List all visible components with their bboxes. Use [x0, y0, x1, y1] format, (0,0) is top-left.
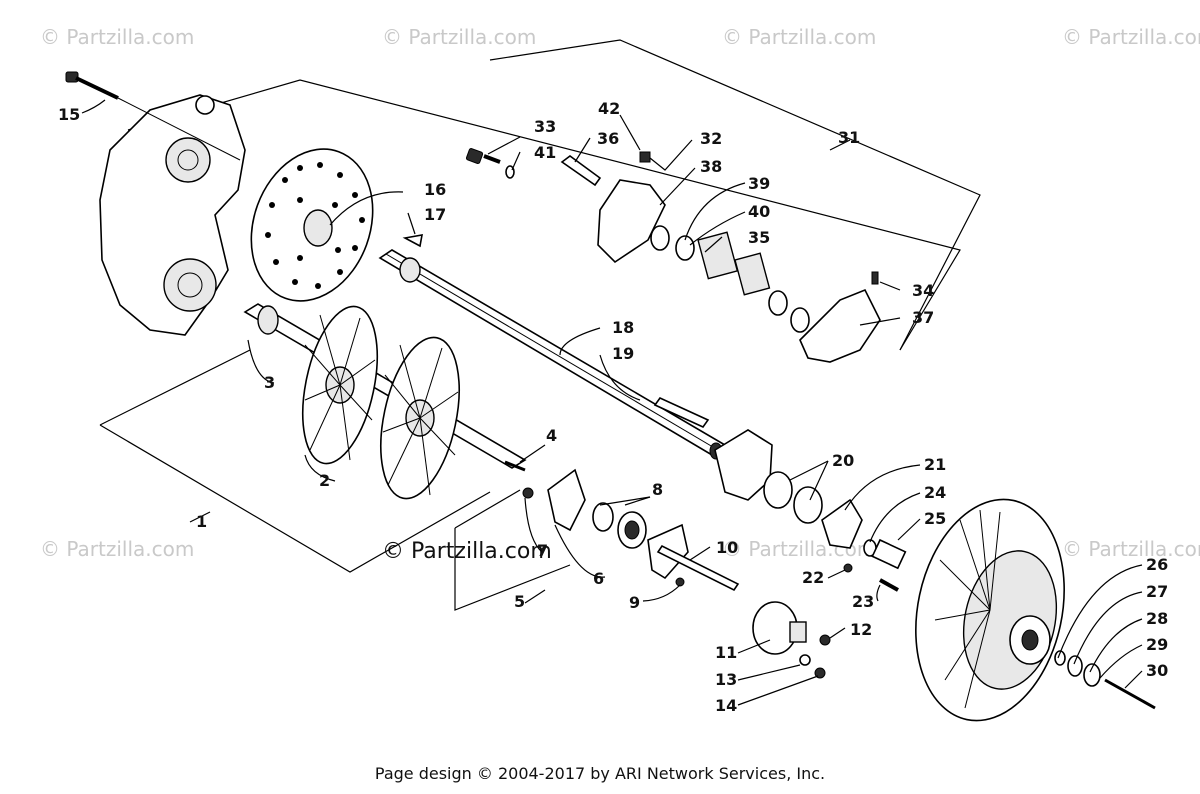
- callout-41: 41: [534, 143, 556, 162]
- callout-7: 7: [537, 541, 548, 560]
- leader-lines: [81, 99, 1143, 706]
- watermark: © Partzilla.com: [382, 25, 536, 49]
- bearing-housing-6: [522, 468, 689, 587]
- callout-4: 4: [546, 426, 557, 445]
- callout-34: 34: [912, 281, 934, 300]
- callout-14: 14: [715, 696, 737, 715]
- callout-23: 23: [852, 592, 874, 611]
- watermark: © Partzilla.com: [1062, 25, 1200, 49]
- callout-32: 32: [700, 129, 722, 148]
- watermark: © Partzilla.com: [722, 25, 876, 49]
- footer-copyright: Page design © 2004-2017 by ARI Network S…: [374, 764, 826, 783]
- bracket-left-top: [99, 349, 251, 426]
- callout-11: 11: [715, 643, 737, 662]
- callout-36: 36: [597, 129, 619, 148]
- bolt-23: [879, 578, 899, 592]
- sprocket-2: [302, 305, 460, 500]
- callout-18: 18: [612, 318, 634, 337]
- shaft-10: [656, 544, 740, 592]
- callout-38: 38: [700, 157, 722, 176]
- callout-13: 13: [715, 670, 737, 689]
- washers-27-29: [1054, 650, 1101, 687]
- callout-22: 22: [802, 568, 824, 587]
- callout-20: 20: [832, 451, 854, 470]
- end-cap-11: [752, 601, 831, 679]
- spacer-24: [863, 538, 907, 570]
- callout-15: 15: [58, 105, 80, 124]
- bracket-left-bottom: [99, 424, 491, 573]
- callout-3: 3: [264, 373, 275, 392]
- chaincase-housing: [99, 94, 246, 336]
- callout-26: 26: [1146, 555, 1168, 574]
- watermark: © Partzilla.com: [40, 25, 194, 49]
- callout-40: 40: [748, 202, 770, 221]
- brake-caliper: [465, 148, 881, 363]
- center-watermark: © Partzilla.com: [382, 539, 552, 564]
- bolt-30: [1104, 678, 1156, 710]
- callout-labels: 1 2 3 4 5 6 7 8 9 10 11 12 13 14 15 16 1…: [58, 99, 1168, 715]
- callout-9: 9: [629, 593, 640, 612]
- watermark-group: © Partzilla.com © Partzilla.com © Partzi…: [40, 25, 1200, 564]
- callout-27: 27: [1146, 582, 1168, 601]
- brake-disc-16: [250, 148, 374, 302]
- callout-24: 24: [924, 483, 946, 502]
- callout-19: 19: [612, 344, 634, 363]
- callout-5: 5: [514, 592, 525, 611]
- callout-25: 25: [924, 509, 946, 528]
- watermark: © Partzilla.com: [1062, 537, 1200, 561]
- callout-28: 28: [1146, 609, 1168, 628]
- callout-39: 39: [748, 174, 770, 193]
- watermark: © Partzilla.com: [40, 537, 194, 561]
- callout-33: 33: [534, 117, 556, 136]
- bearing-housing-20: [714, 429, 863, 573]
- callout-21: 21: [924, 455, 946, 474]
- callout-10: 10: [716, 538, 738, 557]
- callout-30: 30: [1146, 661, 1168, 680]
- callout-17: 17: [424, 205, 446, 224]
- bracket-31: [489, 39, 981, 351]
- callout-12: 12: [850, 620, 872, 639]
- bracket-5-top: [454, 489, 521, 529]
- speedo-drive-4: [504, 460, 526, 472]
- driven-clutch: [915, 498, 1065, 722]
- callout-35: 35: [748, 228, 770, 247]
- callout-37: 37: [912, 308, 934, 327]
- callout-6: 6: [593, 569, 604, 588]
- callout-8: 8: [652, 480, 663, 499]
- bracket-5-side: [454, 528, 571, 611]
- callout-2: 2: [319, 471, 330, 490]
- key-19: [653, 396, 710, 429]
- callout-16: 16: [424, 180, 446, 199]
- callout-42: 42: [598, 99, 620, 118]
- key-17: [402, 234, 423, 248]
- callout-1: 1: [196, 512, 207, 531]
- callout-31: 31: [838, 128, 860, 147]
- bolt-15: [65, 71, 241, 161]
- callout-29: 29: [1146, 635, 1168, 654]
